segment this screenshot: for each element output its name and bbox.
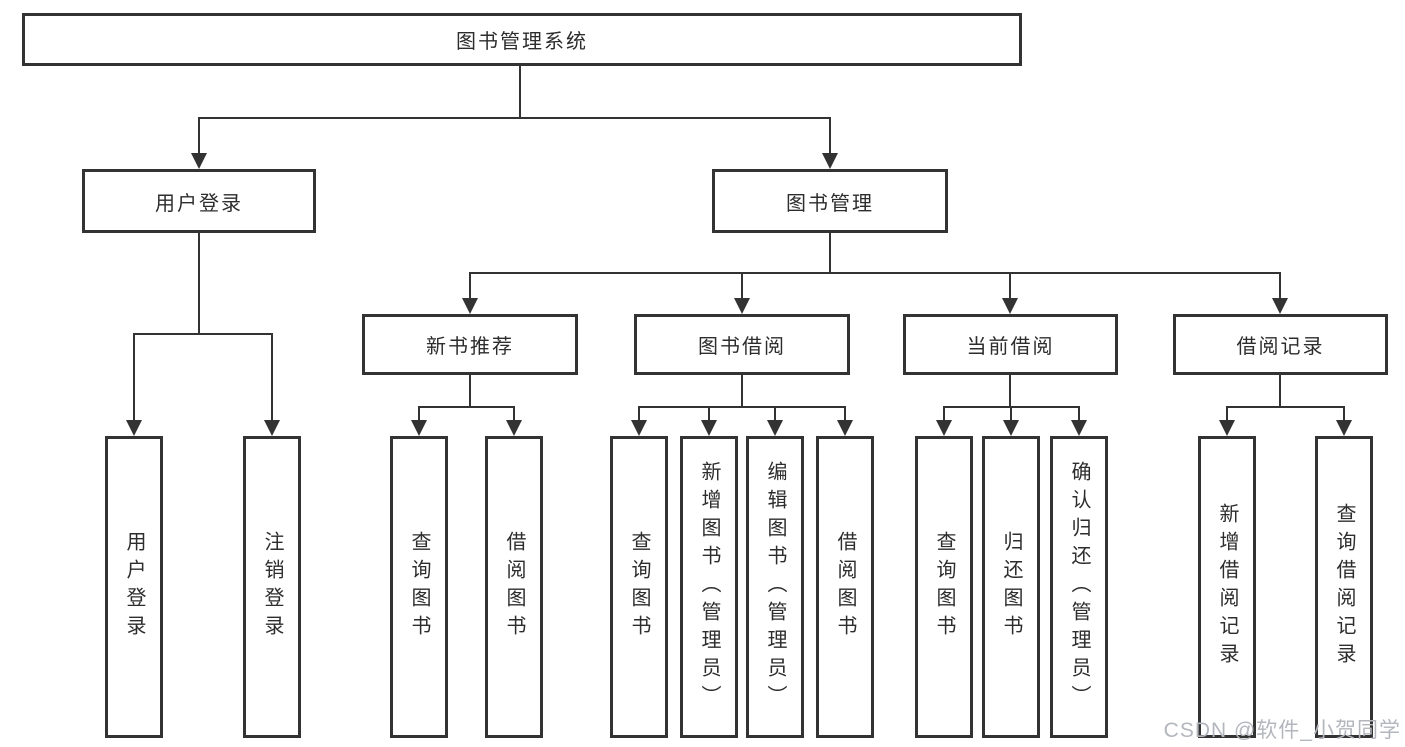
connector-arrowhead <box>701 420 717 436</box>
connector-line <box>741 273 743 299</box>
connector-arrowhead <box>126 420 142 436</box>
connector-line <box>774 407 776 421</box>
connector-arrowhead <box>767 420 783 436</box>
connector-arrowhead <box>1003 420 1019 436</box>
connector-line <box>638 406 846 408</box>
connector-arrowhead <box>1219 420 1235 436</box>
node-borrowing-records: 借阅记录 <box>1173 314 1388 375</box>
connector-arrowhead <box>822 153 838 169</box>
connector-arrowhead <box>1272 298 1288 314</box>
node-new-book-recommendation: 新书推荐 <box>362 314 578 375</box>
leaf-confirm-return-admin: 确认归还（管理员） <box>1050 436 1108 738</box>
connector-arrowhead <box>734 298 750 314</box>
connector-line <box>133 334 135 421</box>
connector-line <box>469 375 471 407</box>
connector-line <box>469 273 471 299</box>
node-book-management: 图书管理 <box>712 169 948 233</box>
connector-arrowhead <box>191 153 207 169</box>
leaf-return-book: 归还图书 <box>982 436 1040 738</box>
connector-line <box>513 407 515 421</box>
connector-line <box>1078 407 1080 421</box>
leaf-borrow-books-recommend: 借阅图书 <box>485 436 543 738</box>
connector-line <box>1226 407 1228 421</box>
connector-arrowhead <box>936 420 952 436</box>
connector-arrowhead <box>1002 298 1018 314</box>
connector-line <box>1343 407 1345 421</box>
node-book-borrowing: 图书借阅 <box>634 314 850 375</box>
connector-line <box>418 407 420 421</box>
connector-line <box>133 333 273 335</box>
connector-line <box>1009 273 1011 299</box>
leaf-query-books-recommend: 查询图书 <box>390 436 448 738</box>
connector-line <box>1279 273 1281 299</box>
leaf-logout: 注销登录 <box>243 436 301 738</box>
leaf-query-borrow-record: 查询借阅记录 <box>1315 436 1373 738</box>
connector-line <box>1279 375 1281 407</box>
connector-line <box>943 407 945 421</box>
connector-arrowhead <box>462 298 478 314</box>
node-library-management-system: 图书管理系统 <box>22 13 1022 66</box>
connector-arrowhead <box>506 420 522 436</box>
connector-arrowhead <box>837 420 853 436</box>
leaf-add-book-admin: 新增图书（管理员） <box>680 436 738 738</box>
connector-line <box>638 407 640 421</box>
connector-line <box>1009 375 1011 407</box>
connector-line <box>829 118 831 154</box>
connector-line <box>844 407 846 421</box>
connector-line <box>198 117 831 119</box>
leaf-query-books-current: 查询图书 <box>915 436 973 738</box>
connector-arrowhead <box>1071 420 1087 436</box>
leaf-edit-book-admin: 编辑图书（管理员） <box>746 436 804 738</box>
connector-line <box>198 233 200 334</box>
connector-arrowhead <box>411 420 427 436</box>
connector-arrowhead <box>1336 420 1352 436</box>
connector-arrowhead <box>264 420 280 436</box>
connector-line <box>741 375 743 407</box>
connector-line <box>1226 406 1345 408</box>
connector-line <box>469 272 1281 274</box>
connector-line <box>1010 407 1012 421</box>
connector-line <box>418 406 515 408</box>
node-current-borrowing: 当前借阅 <box>903 314 1118 375</box>
watermark: CSDN @软件_小贺同学 <box>1163 719 1401 742</box>
connector-line <box>829 233 831 273</box>
connector-line <box>198 118 200 154</box>
connector-line <box>708 407 710 421</box>
connector-line <box>519 66 521 118</box>
leaf-add-borrow-record: 新增借阅记录 <box>1198 436 1256 738</box>
node-user-login: 用户登录 <box>82 169 316 233</box>
connector-line <box>271 334 273 421</box>
leaf-borrow-books-borrowing: 借阅图书 <box>816 436 874 738</box>
connector-arrowhead <box>631 420 647 436</box>
leaf-query-books-borrowing: 查询图书 <box>610 436 668 738</box>
leaf-user-login: 用户登录 <box>105 436 163 738</box>
